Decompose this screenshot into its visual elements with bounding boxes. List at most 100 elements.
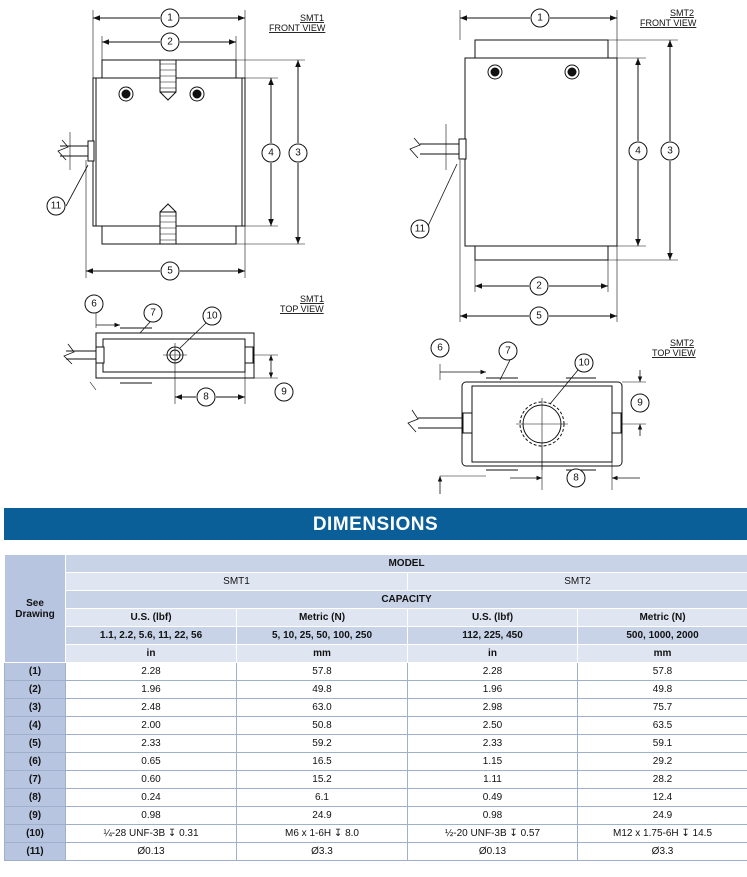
smt2-top-view-label: TOP VIEW — [652, 348, 696, 358]
capacity-range-header: 5, 10, 25, 50, 100, 250 — [236, 626, 408, 645]
dimension-cell: 1.96 — [407, 680, 578, 699]
callout-6: 6 — [437, 343, 443, 354]
smt2-top-view — [407, 359, 646, 494]
row-label: (3) — [4, 698, 66, 717]
dimension-cell: 59.1 — [576, 734, 747, 753]
dimension-cell: 2.33 — [65, 734, 237, 753]
dimension-cell: 0.60 — [65, 770, 237, 789]
row-label: (7) — [4, 770, 66, 789]
callout-1: 1 — [537, 13, 543, 24]
dimension-cell: 0.65 — [65, 752, 237, 771]
smt1-front-view — [57, 10, 305, 278]
row-label: (2) — [4, 680, 66, 699]
callout-9: 9 — [281, 387, 287, 398]
callout-7: 7 — [505, 346, 511, 357]
smt1-top-model-label: SMT1 — [300, 294, 324, 304]
callout-8: 8 — [203, 392, 209, 403]
dimension-cell: 49.8 — [236, 680, 408, 699]
dimension-cell: 50.8 — [236, 716, 408, 735]
dimension-cell: 49.8 — [576, 680, 747, 699]
dimension-cell: 12.4 — [576, 788, 747, 807]
callout-2: 2 — [536, 281, 542, 292]
dimension-cell: 2.33 — [407, 734, 578, 753]
dimension-cell: Ø0.13 — [65, 842, 237, 861]
callout-4: 4 — [635, 146, 641, 157]
row-label: (6) — [4, 752, 66, 771]
smt1-front-view-label: FRONT VIEW — [269, 23, 326, 33]
callout-8: 8 — [573, 473, 579, 484]
unit-system-header: U.S. (lbf) — [407, 608, 578, 627]
callout-5: 5 — [167, 266, 173, 277]
dimension-cell: 1.15 — [407, 752, 578, 771]
dimension-cell: 2.28 — [65, 662, 237, 681]
dimension-cell: 2.50 — [407, 716, 578, 735]
smt1-top-view — [63, 312, 278, 404]
dimension-cell: ¼-28 UNF-3B ↧ 0.31 — [65, 824, 237, 843]
capacity-range-header: 1.1, 2.2, 5.6, 11, 22, 56 — [65, 626, 237, 645]
smt1-top-view-label: TOP VIEW — [280, 304, 324, 314]
model-smt1-header: SMT1 — [65, 572, 408, 591]
dimension-cell: 16.5 — [236, 752, 408, 771]
callout-9: 9 — [637, 398, 643, 409]
unit-header: in — [407, 644, 578, 663]
model-smt2-header: SMT2 — [406, 572, 747, 591]
callout-3: 3 — [295, 148, 301, 159]
dimension-cell: 57.8 — [576, 662, 747, 681]
unit-system-header: U.S. (lbf) — [65, 608, 237, 627]
dimension-cell: ½-20 UNF-3B ↧ 0.57 — [407, 824, 578, 843]
dimension-cell: 1.96 — [65, 680, 237, 699]
row-label: (5) — [4, 734, 66, 753]
dimension-cell: M12 x 1.75-6H ↧ 14.5 — [576, 824, 747, 843]
dimension-cell: 24.9 — [576, 806, 747, 825]
dimension-cell: 6.1 — [236, 788, 408, 807]
see-drawing-header: See Drawing — [4, 554, 66, 663]
row-label: (1) — [4, 662, 66, 681]
dimension-cell: M6 x 1-6H ↧ 8.0 — [236, 824, 408, 843]
dimension-cell: 63.5 — [576, 716, 747, 735]
dimension-cell: 0.98 — [407, 806, 578, 825]
smt2-top-model-label: SMT2 — [670, 338, 694, 348]
dimension-drawings: SMT1 FRONT VIEW SMT2 FRONT VIEW SMT1 TOP… — [46, 8, 697, 494]
capacity-range-header: 112, 225, 450 — [407, 626, 578, 645]
dimension-cell: 24.9 — [236, 806, 408, 825]
dimension-cell: 2.48 — [65, 698, 237, 717]
callout-1: 1 — [167, 13, 173, 24]
dimension-cell: 0.98 — [65, 806, 237, 825]
dimensions-banner: DIMENSIONS — [4, 508, 747, 540]
unit-header: in — [65, 644, 237, 663]
smt2-front-model-label: SMT2 — [670, 8, 694, 18]
callout-5: 5 — [536, 311, 542, 322]
dimension-cell: 2.98 — [407, 698, 578, 717]
dimension-cell: Ø3.3 — [236, 842, 408, 861]
dimension-cell: 29.2 — [576, 752, 747, 771]
row-label: (8) — [4, 788, 66, 807]
row-label: (11) — [4, 842, 66, 861]
unit-system-header: Metric (N) — [236, 608, 408, 627]
callout-11: 11 — [51, 201, 62, 212]
dimension-cell: 63.0 — [236, 698, 408, 717]
dimension-cell: Ø0.13 — [407, 842, 578, 861]
dimension-cell: 59.2 — [236, 734, 408, 753]
dimension-cell: 2.00 — [65, 716, 237, 735]
callout-11: 11 — [415, 224, 426, 235]
callout-10: 10 — [206, 311, 218, 322]
callout-2: 2 — [167, 37, 173, 48]
dimension-cell: 0.24 — [65, 788, 237, 807]
dimension-cell: 28.2 — [576, 770, 747, 789]
unit-header: mm — [576, 644, 747, 663]
dimensions-table: See Drawing MODEL SMT1 SMT2 CAPACITY U.S… — [4, 554, 747, 861]
callout-4: 4 — [268, 148, 274, 159]
dimension-cell: 0.49 — [407, 788, 578, 807]
row-label: (4) — [4, 716, 66, 735]
